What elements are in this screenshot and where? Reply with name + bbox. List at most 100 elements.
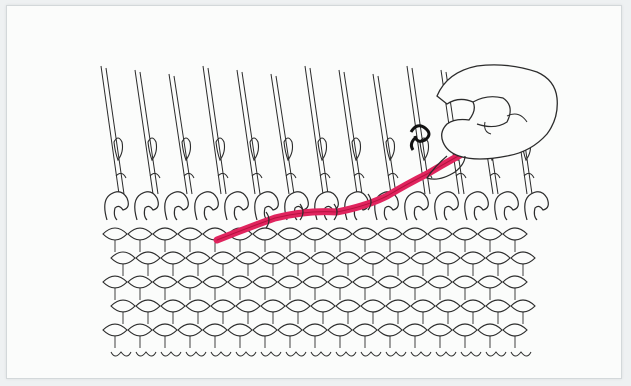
fabric-stitch [453,324,477,336]
fabric-stitch [303,228,327,240]
fabric-stitch [203,276,227,288]
hand-holding-yarn [411,65,557,179]
fabric-stitch [278,276,302,288]
fabric-stitch [428,276,452,288]
fabric-stitch [436,252,460,264]
stitch-loop [195,192,219,220]
needle [169,74,194,194]
fabric-stitch [361,300,385,312]
fabric-stitch [186,252,210,264]
fabric-stitch [328,324,352,336]
needle-loop-row [105,192,549,220]
fabric-stitch [278,228,302,240]
fabric-stitch [236,252,260,264]
fabric-stitch [411,300,435,312]
stitch-loop [465,192,489,220]
needle [101,66,126,194]
fabric-stitch [336,300,360,312]
fabric-stitch [103,228,127,240]
fabric-stitch [303,276,327,288]
stitch-loop [135,192,159,220]
stitch-loop [435,192,459,220]
fabric-stitch [353,228,377,240]
fabric-edge [386,352,406,356]
stitch-loop [165,192,189,220]
fabric-stitch [503,324,527,336]
fabric-stitch [511,252,535,264]
fabric-stitch [253,324,277,336]
fabric-stitch [403,276,427,288]
fabric-stitch [103,276,127,288]
fabric-stitch [428,324,452,336]
fabric-edge [111,352,131,356]
fabric-stitch [211,252,235,264]
knitted-fabric [103,228,535,356]
fabric-stitch [261,300,285,312]
fabric-stitch [161,300,185,312]
fabric-stitch [428,228,452,240]
fabric-stitch [328,228,352,240]
fabric-stitch [128,276,152,288]
fabric-stitch [336,252,360,264]
fabric-stitch [228,276,252,288]
fabric-edge [411,352,431,356]
fabric-stitch [486,252,510,264]
fabric-stitch [186,300,210,312]
hand-palm [437,65,557,159]
fabric-stitch [378,324,402,336]
fabric-edge [261,352,281,356]
fabric-stitch [286,300,310,312]
fabric-edge [186,352,206,356]
fabric-stitch [253,276,277,288]
fabric-stitch [128,228,152,240]
needle [271,74,296,194]
fabric-stitch [378,228,402,240]
fabric-stitch [261,252,285,264]
fabric-edge [286,352,306,356]
stitch-loop [225,192,249,220]
fabric-stitch [111,300,135,312]
fabric-stitch [136,300,160,312]
fabric-stitch [353,276,377,288]
stitch-loop [105,192,129,220]
stitch-loop [525,192,549,220]
fabric-stitch [386,300,410,312]
fabric-stitch [386,252,410,264]
fabric-stitch [178,324,202,336]
fabric-stitch [178,276,202,288]
fabric-stitch [203,324,227,336]
fabric-stitch [478,324,502,336]
fabric-edge [136,352,156,356]
fabric-stitch [278,324,302,336]
fabric-stitch [111,252,135,264]
fabric-stitch [153,276,177,288]
fabric-stitch [503,276,527,288]
stitch-loop [405,192,429,220]
fabric-stitch [503,228,527,240]
needle [237,70,262,194]
fabric-stitch [311,300,335,312]
fabric-stitch [478,276,502,288]
fabric-stitch [211,300,235,312]
fabric-stitch [136,252,160,264]
fabric-stitch [311,252,335,264]
fabric-stitch [436,300,460,312]
fabric-stitch [411,252,435,264]
fabric-stitch [511,300,535,312]
fabric-stitch [328,276,352,288]
fabric-edge [461,352,481,356]
fabric-stitch [403,324,427,336]
illustration-frame [6,5,622,379]
fabric-edge [161,352,181,356]
fabric-stitch [178,228,202,240]
fabric-edge [311,352,331,356]
fabric-stitch [453,228,477,240]
fabric-stitch [453,276,477,288]
fabric-edge [211,352,231,356]
stitch-loop [495,192,519,220]
fabric-stitch [253,228,277,240]
fabric-stitch [303,324,327,336]
fabric-stitch [153,324,177,336]
fabric-stitch [353,324,377,336]
fabric-edge [336,352,356,356]
